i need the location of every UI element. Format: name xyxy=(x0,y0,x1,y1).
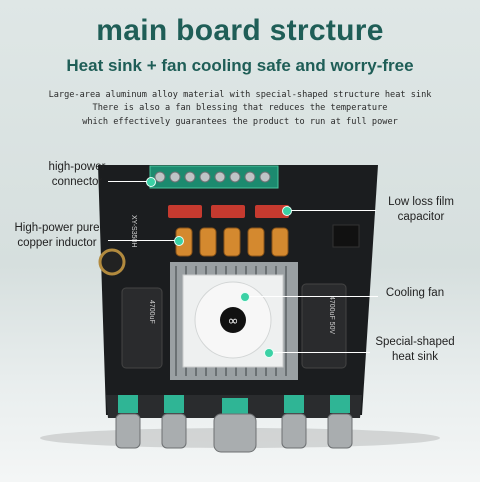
description-line-3: which effectively guarantees the product… xyxy=(82,117,398,127)
cap-right-marking: 4700uF 50V xyxy=(328,296,335,334)
terminal-screw-icon xyxy=(154,171,271,183)
callout-capacitor: Low loss film capacitor xyxy=(388,196,454,223)
svg-text:∞: ∞ xyxy=(228,314,239,329)
callout-dot-capacitor xyxy=(282,206,292,216)
callout-inductor: High-power pure copper inductor xyxy=(14,222,100,249)
callout-heatsink: Special-shaped heat sink xyxy=(375,336,455,363)
electrolytic-capacitor-left xyxy=(121,287,163,369)
callout-fan: Cooling fan xyxy=(385,287,445,299)
leader-line-heatsink xyxy=(270,352,370,353)
knob-icon xyxy=(115,395,353,453)
description-line-1: Large-area aluminum alloy material with … xyxy=(48,90,432,100)
film-capacitor xyxy=(211,205,245,218)
film-capacitor xyxy=(168,205,202,218)
description-line-2: There is also a fan blessing that reduce… xyxy=(92,103,388,113)
callout-dot-fan xyxy=(240,292,250,302)
cap-left-marking: 4700uF xyxy=(148,300,155,324)
terminal-block xyxy=(149,165,279,189)
page-title: main board strcture xyxy=(96,14,384,47)
film-capacitor xyxy=(255,205,289,218)
leader-line-inductor xyxy=(108,240,178,241)
leader-line-fan xyxy=(246,296,378,297)
electrolytic-capacitor-right xyxy=(301,283,347,369)
leader-line-capacitor xyxy=(286,210,376,211)
page-subtitle: Heat sink + fan cooling safe and worry-f… xyxy=(66,56,414,75)
callout-dot-heatsink xyxy=(264,348,274,358)
callout-connector: high-power connector xyxy=(48,161,106,188)
callout-dot-connector xyxy=(146,177,156,187)
leader-line-connector xyxy=(108,181,150,182)
callout-dot-inductor xyxy=(174,236,184,246)
board-model-marking: XY-S350H xyxy=(130,215,137,247)
